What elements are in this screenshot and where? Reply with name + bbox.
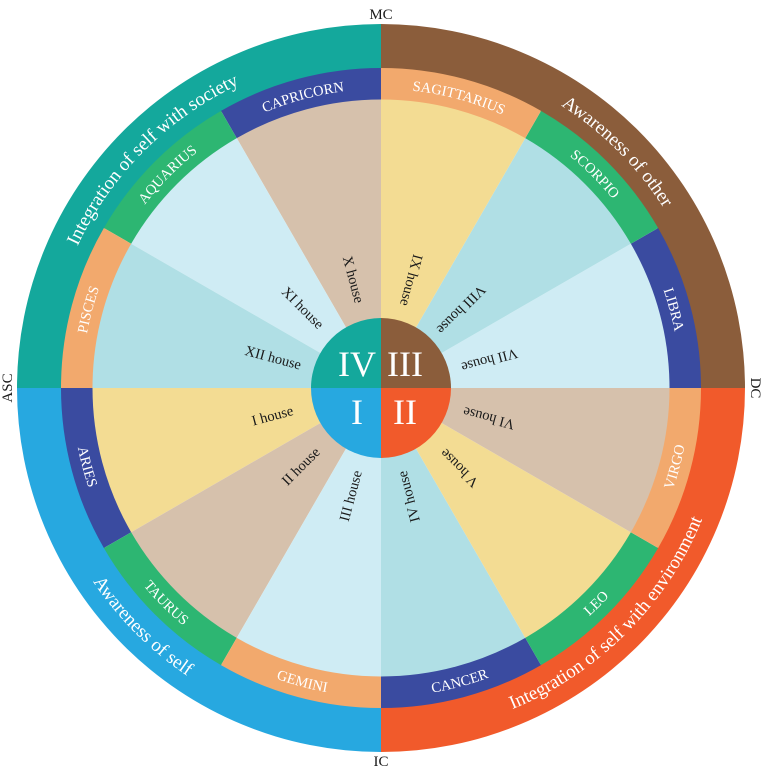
house-sector [131, 388, 381, 638]
hub-quadrant-II [381, 388, 451, 458]
quadrant-numeral: IV [338, 344, 376, 384]
house-sector [381, 243, 670, 388]
house-sector [92, 388, 381, 533]
sign-band-aries [61, 388, 132, 548]
sign-band-sagittarius [381, 68, 541, 139]
quadrant-band-I [17, 388, 381, 752]
quadrant-numeral: I [351, 392, 363, 432]
house-sector [381, 388, 526, 677]
sign-band-virgo [630, 388, 701, 548]
axis-label-mc: MC [369, 7, 392, 23]
sign-band-scorpio [525, 110, 659, 244]
zodiac-sign-ring [61, 68, 701, 708]
house-sector [381, 388, 670, 533]
axis-label-asc: ASC [0, 373, 16, 402]
quadrant-band-IV [17, 24, 381, 388]
sign-band-pisces [61, 228, 132, 388]
house-sector [131, 138, 381, 388]
house-sector [236, 388, 381, 677]
sign-band-aquarius [103, 110, 237, 244]
house-sectors [92, 99, 670, 677]
sign-band-libra [630, 228, 701, 388]
quadrant-band-II [381, 388, 745, 752]
quadrant-numeral: II [393, 392, 417, 432]
sign-band-capricorn [221, 68, 381, 139]
house-sector [92, 243, 381, 388]
hub-quadrant-III [381, 318, 451, 388]
house-sector [381, 99, 526, 388]
house-sector [236, 99, 381, 388]
quadrant-ring [17, 24, 745, 752]
quadrant-hub [311, 318, 451, 458]
house-sector [381, 388, 631, 638]
quadrant-band-III [381, 24, 745, 388]
house-sector [381, 138, 631, 388]
axis-label-ic: IC [374, 754, 389, 770]
sign-band-gemini [221, 637, 381, 708]
hub-quadrant-I [311, 388, 381, 458]
sign-band-taurus [103, 532, 237, 666]
hub-quadrant-IV [311, 318, 381, 388]
axis-label-dc: DC [747, 378, 763, 399]
sign-band-leo [525, 532, 659, 666]
quadrant-numeral: III [387, 344, 423, 384]
sign-band-cancer [381, 637, 541, 708]
